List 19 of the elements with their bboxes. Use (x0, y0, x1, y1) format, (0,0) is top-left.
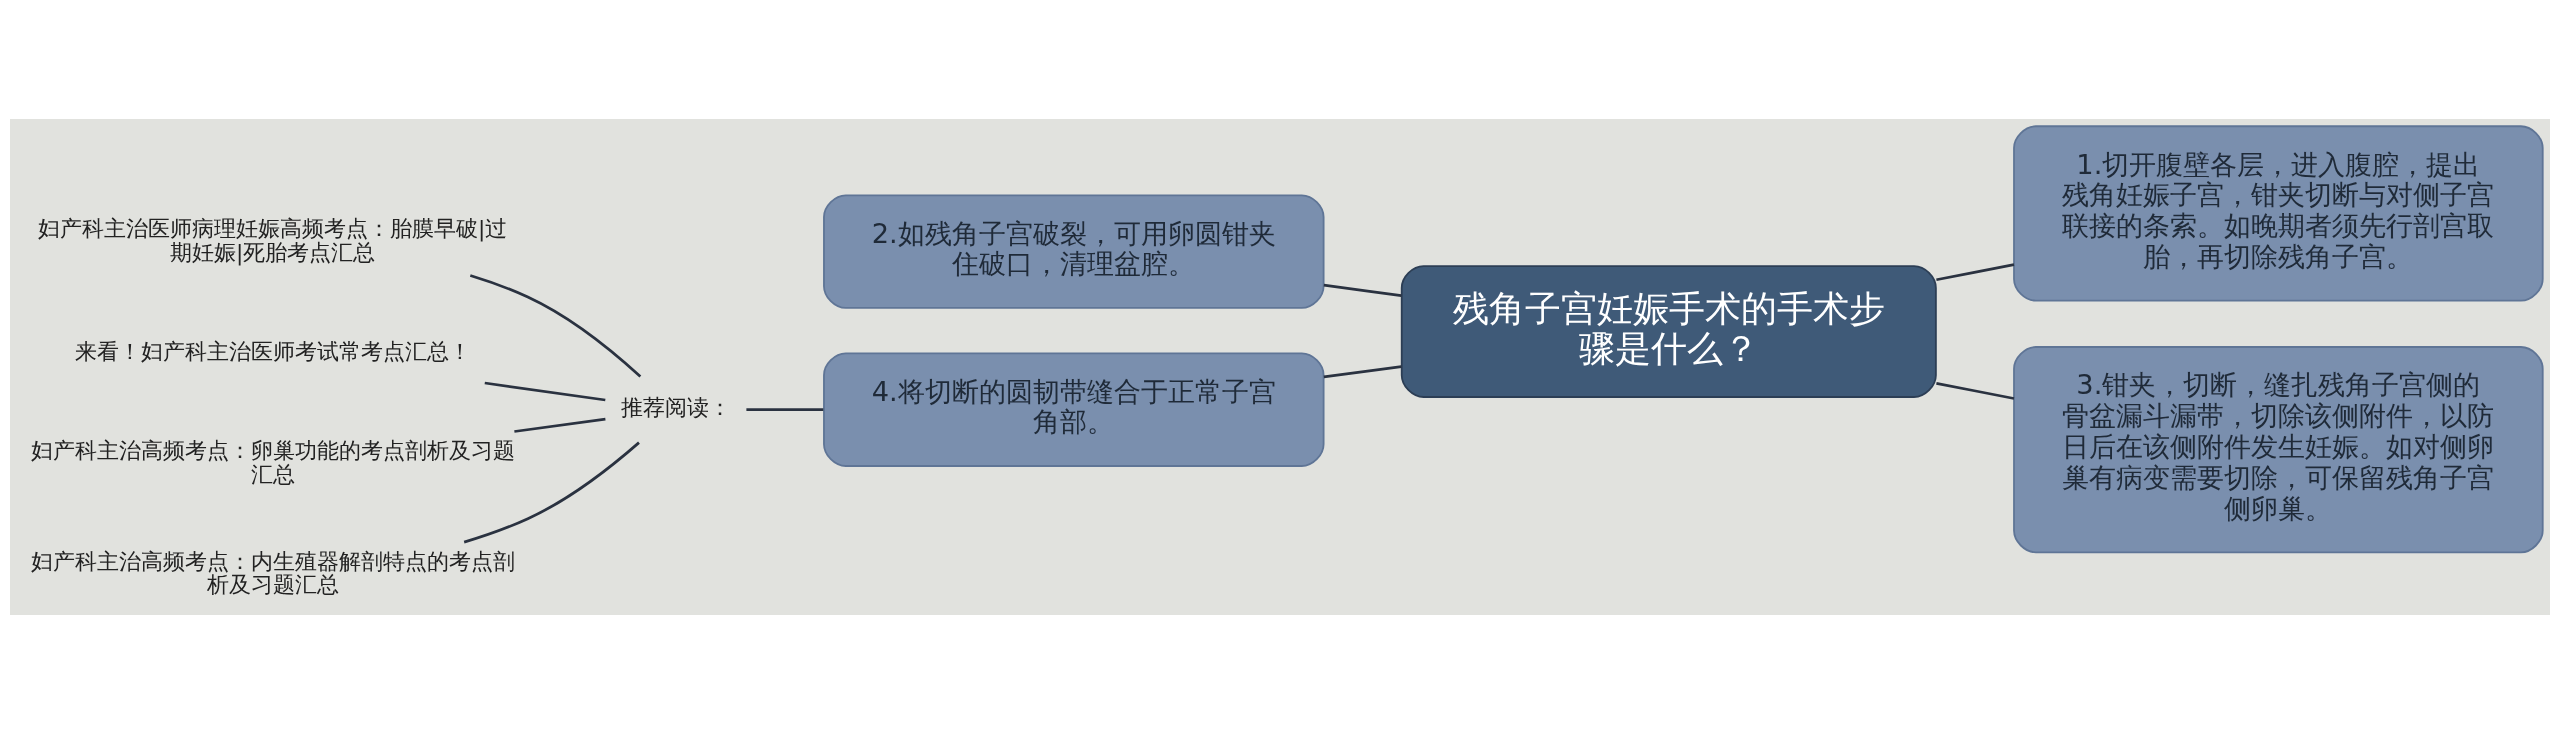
node-text: 妇产科主治高频考点：内生殖器解剖特点的考点剖析及习题汇总 (30, 548, 515, 597)
node-box: 1.切开腹壁各层，进入腹腔，提出残角妊娠子宫，钳夹切断与对侧子宫联接的条索。如晚期者须先行剖宫取胎，再切除残角子宫。 (2013, 124, 2544, 302)
node-text: 来看！妇产科主治医师考试常考点汇总！ (74, 338, 471, 364)
connector (746, 407, 824, 411)
node-text: 推荐阅读： (620, 394, 731, 420)
node-box: 3.钳夹，切断，缝扎残角子宫侧的骨盆漏斗漏带，切除该侧附件，以防日后在该侧附件发生妊娠。如对侧卵巢有病变需要切除，可保留残角子宫侧卵巢。 (2013, 345, 2544, 553)
connector (1323, 364, 1402, 378)
node-text: 妇产科主治高频考点：卵巢功能的考点剖析及习题汇总 (30, 437, 515, 487)
node-text: 妇产科主治医师病理妊娠高频考点：胎膜早破|过期妊娠|死胎考点汇总 (37, 215, 508, 265)
connector (1323, 283, 1402, 297)
connector (1936, 262, 2015, 281)
connector (463, 441, 640, 543)
connector (484, 381, 606, 401)
node-box: 2.如残角子宫破裂，可用卵圆钳夹住破口，清理盆腔。 (823, 193, 1325, 309)
connector (1936, 381, 2015, 400)
connector (469, 273, 642, 378)
node-box: 4.将切断的圆韧带缝合于正常子宫角部。 (823, 351, 1325, 467)
connector (514, 417, 606, 433)
node-box: 残角子宫妊娠手术的手术步骤是什么？ (1400, 264, 1937, 398)
